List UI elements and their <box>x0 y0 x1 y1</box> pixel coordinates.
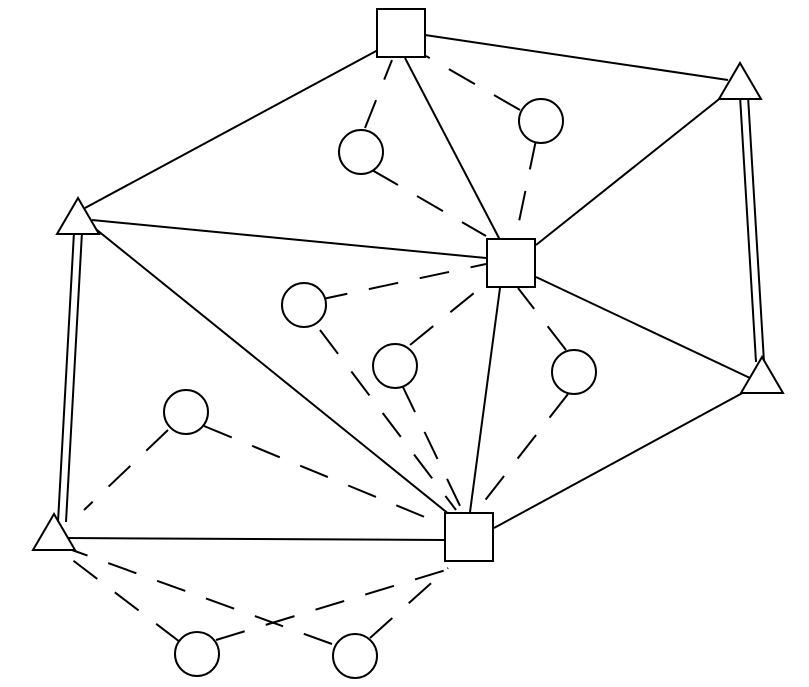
dash-bottom-left-circle-to-square-bottom <box>215 569 447 641</box>
dash-bottom-right-circle-to-triangle-left-lower <box>71 549 333 645</box>
edge-triangle-left-lower-to-square-bottom <box>65 537 445 541</box>
circle-node-mid-left <box>281 282 327 328</box>
dashed-edges <box>61 55 569 645</box>
dash-mid-left-circle-to-square-center <box>317 263 487 301</box>
edge-square-top-to-triangle-top-right <box>424 34 729 81</box>
dash-top-left-circle-to-square-top <box>364 59 393 129</box>
edge-triangle-right-lower-to-square-bottom <box>493 389 749 529</box>
dash-bottom-left-circle-to-triangle-left-lower <box>61 551 181 643</box>
edge-triangle-left-upper-to-square-bottom <box>91 225 451 516</box>
triangle-node-right-lower <box>739 355 785 394</box>
edge-square-top-to-triangle-left-upper <box>84 49 379 209</box>
triangle-node-left-upper <box>55 196 101 235</box>
square-node-bottom <box>444 512 494 562</box>
dash-top-right-circle-to-square-top <box>425 55 521 111</box>
double-edges <box>57 95 765 523</box>
double-edge-right-a <box>739 95 757 363</box>
edge-square-center-to-triangle-right-lower <box>535 276 751 379</box>
square-node-center <box>486 238 536 288</box>
dash-right-circle-to-square-center <box>517 287 567 351</box>
triangle-node-top-right <box>717 61 763 100</box>
dash-mid-left-circle-to-square-bottom <box>319 329 457 511</box>
triangle-node-left-lower <box>31 512 77 551</box>
double-edge-left-a <box>57 231 75 523</box>
circle-node-lower-left <box>163 389 209 435</box>
square-nodes <box>376 8 536 562</box>
edge-square-center-to-square-bottom <box>469 287 501 513</box>
dash-right-circle-to-square-bottom <box>475 393 569 513</box>
dash-lower-left-circle-to-square-bottom <box>203 425 445 526</box>
dash-top-left-circle-to-square-center <box>371 169 487 237</box>
circle-node-right <box>551 349 597 395</box>
circle-nodes <box>163 98 597 679</box>
triangle-nodes <box>31 61 785 551</box>
circle-node-bottom-left <box>174 631 220 677</box>
dash-bottom-right-circle-to-square-bottom <box>369 567 449 639</box>
edge-triangle-top-right-to-square-center <box>535 91 729 246</box>
dash-lower-left-circle-to-triangle-left-lower <box>83 429 169 511</box>
dash-middle-circle-to-square-center <box>409 279 491 346</box>
circle-node-top-right <box>518 98 564 144</box>
circle-node-top-left <box>338 129 384 175</box>
double-edge-left-b <box>65 231 83 523</box>
dash-top-right-circle-to-square-center <box>515 139 537 237</box>
solid-edges <box>65 34 751 541</box>
circle-node-bottom-right <box>332 633 378 679</box>
edge-square-top-to-square-center <box>404 57 501 241</box>
square-node-top <box>376 8 426 58</box>
edge-triangle-left-upper-to-square-center <box>91 219 487 259</box>
dash-middle-circle-to-square-bottom <box>401 384 463 511</box>
circle-node-middle <box>372 343 418 389</box>
double-edge-right-b <box>747 95 765 363</box>
